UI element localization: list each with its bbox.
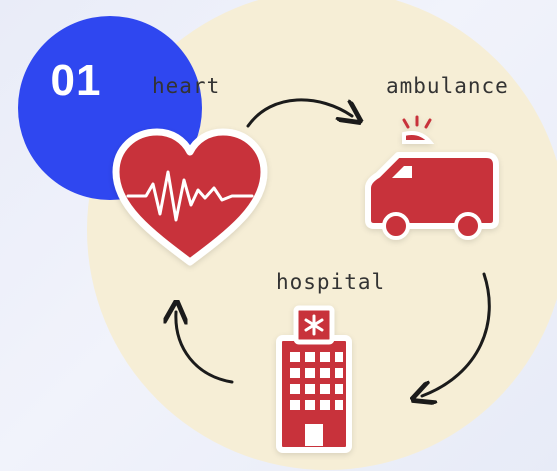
heart-label: heart	[152, 74, 221, 98]
arrow-heart-to-ambulance	[246, 98, 352, 128]
ambulance-icon	[365, 115, 499, 240]
arrow-ambulance-to-hospital	[422, 272, 491, 396]
hospital-label: hospital	[276, 270, 386, 294]
step-number: 01	[50, 56, 102, 105]
heart-ecg-icon	[112, 128, 268, 266]
arrow-hospital-to-heart	[176, 312, 234, 384]
cycle-circle	[87, 0, 557, 470]
hospital-icon	[276, 305, 352, 453]
ambulance-label: ambulance	[386, 74, 509, 98]
